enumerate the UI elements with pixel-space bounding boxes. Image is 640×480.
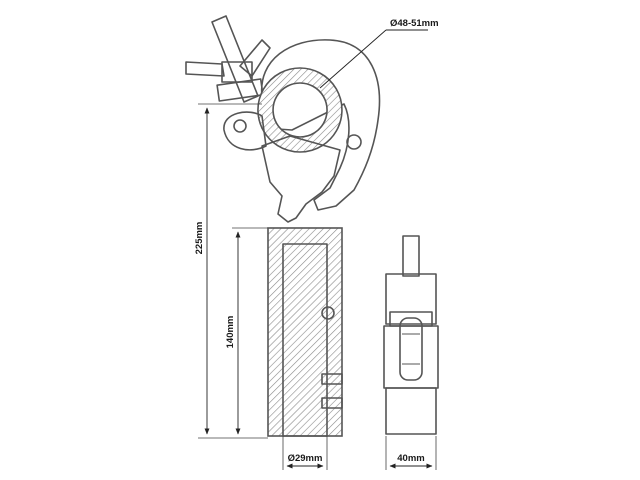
side-nut: [385, 273, 437, 325]
side-bolt: [402, 235, 420, 277]
dimension-tube-diameter: Ø48-51mm: [319, 18, 439, 89]
spigot-body: [267, 227, 343, 437]
side-flange: [389, 311, 433, 327]
dimension-spigot-diameter: Ø29mm: [282, 436, 328, 470]
bolt: [211, 15, 259, 103]
tube-diameter-label: Ø48-51mm: [390, 18, 439, 29]
total-height-label: 225mm: [194, 222, 205, 255]
spigot-slot-lower: [321, 397, 343, 409]
lower-jaw: [261, 135, 341, 223]
spigot-slot-upper: [321, 373, 343, 385]
tube-bore: [272, 82, 328, 138]
spigot-bore: [282, 243, 328, 437]
side-body: [383, 325, 439, 389]
spigot-diameter-label: Ø29mm: [288, 453, 323, 464]
side-screw: [346, 134, 362, 150]
side-window: [399, 317, 423, 381]
spigot-pin: [321, 306, 335, 320]
dimension-total-height: 225mm: [194, 103, 268, 439]
clamp-body: [260, 39, 381, 211]
side-base: [385, 387, 437, 435]
clamp-front-view: [185, 15, 381, 437]
dimension-spigot-length: 140mm: [225, 227, 268, 435]
clamp-side-view: [383, 235, 439, 435]
dimension-side-width: 40mm: [385, 436, 437, 470]
side-width-label: 40mm: [397, 453, 424, 464]
spigot-length-label: 140mm: [225, 316, 236, 349]
hinge-pin: [233, 119, 247, 133]
hinge-lobe: [223, 111, 267, 151]
